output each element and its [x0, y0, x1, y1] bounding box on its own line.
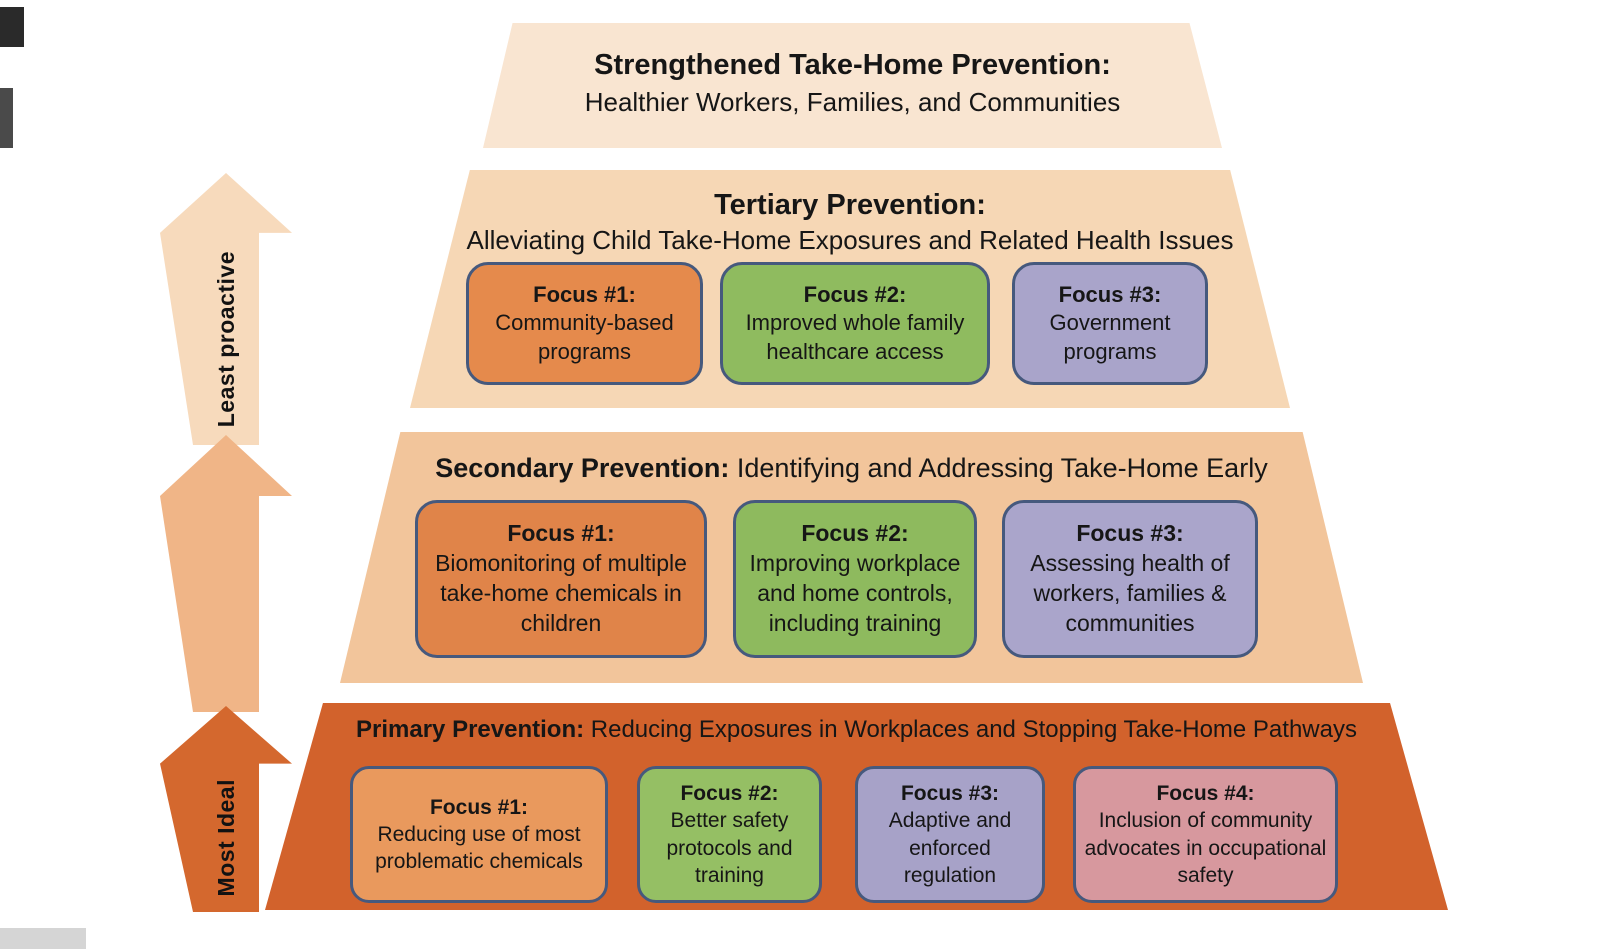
focus-label: Focus #1: — [429, 795, 529, 819]
focus-text: Assessing health of workers, families & … — [1030, 550, 1230, 636]
scan-artifact — [0, 88, 13, 148]
tier-title: Strengthened Take-Home Prevention: — [594, 49, 1111, 81]
tier-subtitle: Alleviating Child Take-Home Exposures an… — [466, 225, 1234, 255]
up-arrow-least-proactive: Least proactive — [160, 173, 292, 445]
up-arrow-middle — [160, 435, 292, 712]
focus-label: Focus #4: — [1156, 781, 1255, 805]
focus-label: Focus #2: — [680, 781, 779, 805]
tier-subtitle: Reducing Exposures in Workplaces and Sto… — [590, 716, 1357, 743]
tier-secondary-prevention: Secondary Prevention: Identifying and Ad… — [340, 432, 1363, 683]
focus-text: Adaptive and enforced regulation — [888, 809, 1012, 887]
focus-text: Inclusion of community advocates in occu… — [1084, 809, 1327, 887]
most-ideal-label: Most Ideal — [212, 779, 239, 897]
focus-label: Focus #3: — [1058, 281, 1162, 307]
focus-label: Focus #2: — [803, 281, 907, 307]
arrow-label-wrap: Least proactive — [160, 233, 292, 445]
focus-box-secondary-3: Focus #3: Assessing health of workers, f… — [1002, 500, 1258, 658]
focus-text: Government programs — [1049, 310, 1171, 364]
tier-header: Secondary Prevention: Identifying and Ad… — [340, 453, 1363, 484]
tier-tertiary-prevention: Tertiary Prevention: Alleviating Child T… — [410, 170, 1290, 408]
focus-label: Focus #1: — [507, 520, 615, 547]
focus-box-tertiary-1: Focus #1: Community-based programs — [466, 262, 703, 385]
least-proactive-label: Least proactive — [212, 250, 239, 428]
focus-label: Focus #1: — [533, 281, 636, 307]
scan-artifact — [0, 928, 86, 949]
focus-label: Focus #3: — [900, 781, 1000, 805]
focus-box-secondary-2: Focus #2: Improving workplace and home c… — [733, 500, 977, 658]
tier-title: Tertiary Prevention: — [714, 189, 986, 221]
up-arrow-most-ideal: Most Ideal — [160, 706, 292, 912]
focus-label: Focus #2: — [801, 520, 909, 547]
tier-title: Secondary Prevention: — [435, 453, 730, 483]
focus-box-primary-4: Focus #4: Inclusion of community advocat… — [1073, 766, 1338, 903]
tier-header: Primary Prevention: Reducing Exposures i… — [265, 716, 1448, 744]
tier-strengthened-prevention: Strengthened Take-Home Prevention: Healt… — [483, 23, 1222, 148]
focus-box-tertiary-2: Focus #2: Improved whole family healthca… — [720, 262, 990, 385]
focus-text: Community-based programs — [495, 310, 674, 364]
focus-box-primary-1: Focus #1: Reducing use of most problemat… — [350, 766, 608, 903]
focus-text: Reducing use of most problematic chemica… — [375, 822, 583, 874]
tier-title: Primary Prevention: — [356, 716, 585, 743]
tier-subtitle: Identifying and Addressing Take-Home Ear… — [736, 453, 1268, 483]
focus-text: Better safety protocols and training — [666, 809, 793, 887]
focus-text: Biomonitoring of multiple take-home chem… — [435, 550, 687, 636]
focus-box-tertiary-3: Focus #3: Government programs — [1012, 262, 1208, 385]
tier-primary-prevention: Primary Prevention: Reducing Exposures i… — [265, 703, 1448, 910]
focus-text: Improving workplace and home controls, i… — [749, 550, 961, 636]
scan-artifact — [0, 7, 24, 47]
tier-subtitle: Healthier Workers, Families, and Communi… — [584, 87, 1121, 117]
focus-box-secondary-1: Focus #1: Biomonitoring of multiple take… — [415, 500, 707, 658]
focus-box-primary-3: Focus #3: Adaptive and enforced regulati… — [855, 766, 1045, 903]
focus-box-primary-2: Focus #2: Better safety protocols and tr… — [637, 766, 822, 903]
focus-text: Improved whole family healthcare access — [745, 310, 965, 364]
focus-label: Focus #3: — [1076, 520, 1184, 547]
